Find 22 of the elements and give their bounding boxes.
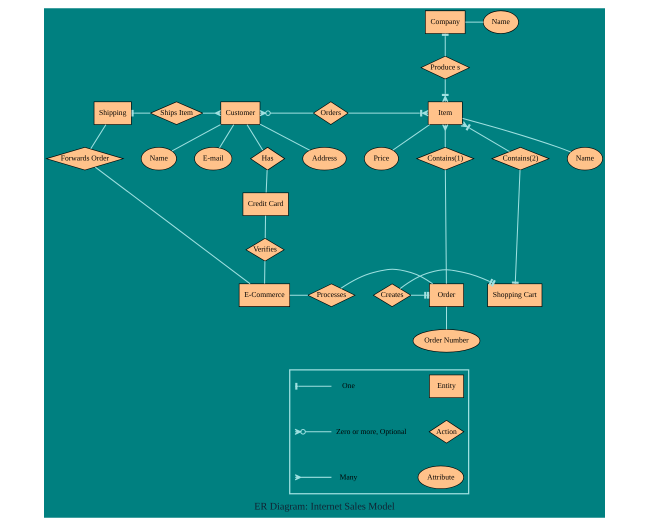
connector <box>265 170 268 193</box>
connector <box>264 261 265 284</box>
connector <box>259 110 313 116</box>
connector <box>444 170 446 284</box>
connector <box>94 166 250 284</box>
connector <box>460 121 510 152</box>
connector <box>340 268 432 289</box>
connector <box>90 124 106 149</box>
connector <box>392 124 430 151</box>
connector <box>442 124 448 148</box>
diagram-title: ER Diagram: Internet Sales Model <box>254 501 394 512</box>
connector <box>259 124 310 151</box>
connector <box>171 124 220 152</box>
connector <box>399 269 496 289</box>
cluster <box>288 369 469 494</box>
connector <box>218 124 234 148</box>
connector <box>264 216 266 238</box>
connector <box>289 294 308 296</box>
connector <box>246 124 263 150</box>
connector <box>202 110 221 116</box>
connector <box>462 118 570 152</box>
connector <box>464 22 483 23</box>
